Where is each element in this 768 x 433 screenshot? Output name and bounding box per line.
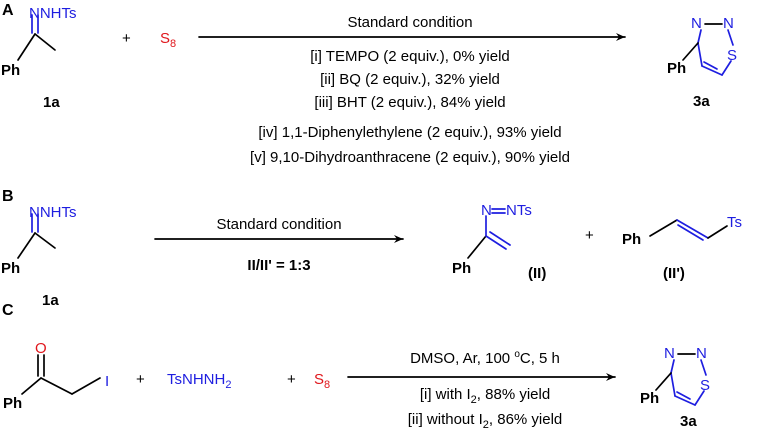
reactant-nnhts: NNHTs <box>29 204 77 221</box>
ketone-i: I <box>105 373 109 390</box>
ph-bond <box>655 372 672 391</box>
experiment-item: [ii] BQ (2 equiv.), 32% yield <box>320 71 500 88</box>
ph-vinyl-bond <box>649 219 678 237</box>
experiment-item: [iv] 1,1-Diphenylethylene (2 equiv.), 93… <box>258 124 561 141</box>
experiment-list-a: [i] TEMPO (2 equiv.), 0% yield [ii] BQ (… <box>250 48 570 166</box>
ring-bond <box>697 29 702 44</box>
ring-bond <box>701 65 723 76</box>
product-ii-prime-structure: Ph Ts <box>622 214 742 248</box>
product-id-ii: (II) <box>528 265 546 282</box>
experiment-item: [i] TEMPO (2 equiv.), 0% yield <box>310 48 510 65</box>
arrow-head-a <box>616 33 625 41</box>
condition-c: DMSO, Ar, 100 oC, 5 h <box>410 349 560 367</box>
product-s: S <box>700 377 710 394</box>
reactant-nnhts: NNHTs <box>29 5 77 22</box>
section-c-label: C <box>2 302 14 319</box>
plus-sign-b: + <box>585 227 594 244</box>
product-ii-nts: NTs <box>506 202 532 219</box>
ratio-text: II/II' = 1:3 <box>247 257 310 274</box>
iodoketone-structure: O I Ph <box>3 340 109 412</box>
reactant-id-1a: 1a <box>42 292 59 309</box>
product-id-3a: 3a <box>680 413 697 430</box>
tsnhnh2: TsNHNH2 <box>167 371 231 391</box>
reactant-1a-structure-b: NNHTs Ph <box>1 204 77 277</box>
methyl-bond <box>34 232 56 249</box>
arrow-head-c <box>606 373 615 381</box>
vinyl-bond-2 <box>489 231 511 246</box>
ketone-o: O <box>35 340 47 357</box>
product-n1: N <box>664 345 675 362</box>
ring-bond <box>700 359 707 376</box>
plus-sign-c2: + <box>287 371 296 388</box>
ring-bond <box>670 372 676 397</box>
ph-bond <box>17 33 36 61</box>
ring-bond <box>694 390 705 406</box>
ring-bond <box>727 29 734 46</box>
ring-bond <box>674 395 696 406</box>
product-ii-n: N <box>481 202 492 219</box>
product-ii-prime-ph: Ph <box>622 231 641 248</box>
product-ii-ph: Ph <box>452 260 471 277</box>
reactant-id-1a: 1a <box>43 94 60 111</box>
product-n2: N <box>723 15 734 32</box>
ring-bond-double <box>703 61 718 70</box>
sulfur-s8-c: S8 <box>314 371 330 391</box>
product-ii-structure: N NTs Ph <box>452 202 532 277</box>
product-3a-structure-c: N N S Ph <box>640 345 710 407</box>
vinyl-bond-2 <box>677 224 704 241</box>
ring-bond <box>697 42 703 67</box>
ring-bond <box>670 359 675 374</box>
ts-bond <box>707 225 728 239</box>
ring-bond <box>721 60 732 76</box>
product-n2: N <box>696 345 707 362</box>
product-n1: N <box>691 15 702 32</box>
experiment-item: [v] 9,10-Dihydroanthracene (2 equiv.), 9… <box>250 149 570 166</box>
reactant-ph: Ph <box>1 62 20 79</box>
section-b-label: B <box>2 188 14 205</box>
reactant-ph: Ph <box>1 260 20 277</box>
product-id-ii-prime: (II') <box>663 265 685 282</box>
ch2-bond <box>40 377 73 395</box>
product-s: S <box>727 47 737 64</box>
condition-a: Standard condition <box>347 14 472 31</box>
product-ph: Ph <box>667 60 686 77</box>
methyl-bond <box>34 33 56 51</box>
experiment-c1: [i] with I2, 88% yield <box>420 386 550 406</box>
sulfur-s8: S8 <box>160 30 176 50</box>
plus-sign-c1: + <box>136 371 145 388</box>
vinyl-bond <box>676 219 709 239</box>
reactant-1a-structure: NNHTs Ph <box>1 5 77 79</box>
product-id-3a: 3a <box>693 93 710 110</box>
ch2-i-bond <box>71 377 101 395</box>
section-a-label: A <box>2 2 14 19</box>
ph-bond <box>467 235 487 259</box>
product-ph: Ph <box>640 390 659 407</box>
product-3a-structure-a: N N S Ph <box>667 15 737 77</box>
vinyl-bond <box>485 235 507 250</box>
ketone-ph: Ph <box>3 395 22 412</box>
ring-bond-double <box>676 391 691 400</box>
ph-bond <box>682 42 699 61</box>
experiment-item: [iii] BHT (2 equiv.), 84% yield <box>314 94 505 111</box>
arrow-head-b <box>394 235 403 243</box>
condition-b: Standard condition <box>216 216 341 233</box>
ph-bond <box>21 377 42 395</box>
product-ii-prime-ts: Ts <box>727 214 742 231</box>
plus-sign: + <box>122 30 131 47</box>
ph-bond <box>17 232 36 259</box>
experiment-c2: [ii] without I2, 86% yield <box>408 411 563 431</box>
